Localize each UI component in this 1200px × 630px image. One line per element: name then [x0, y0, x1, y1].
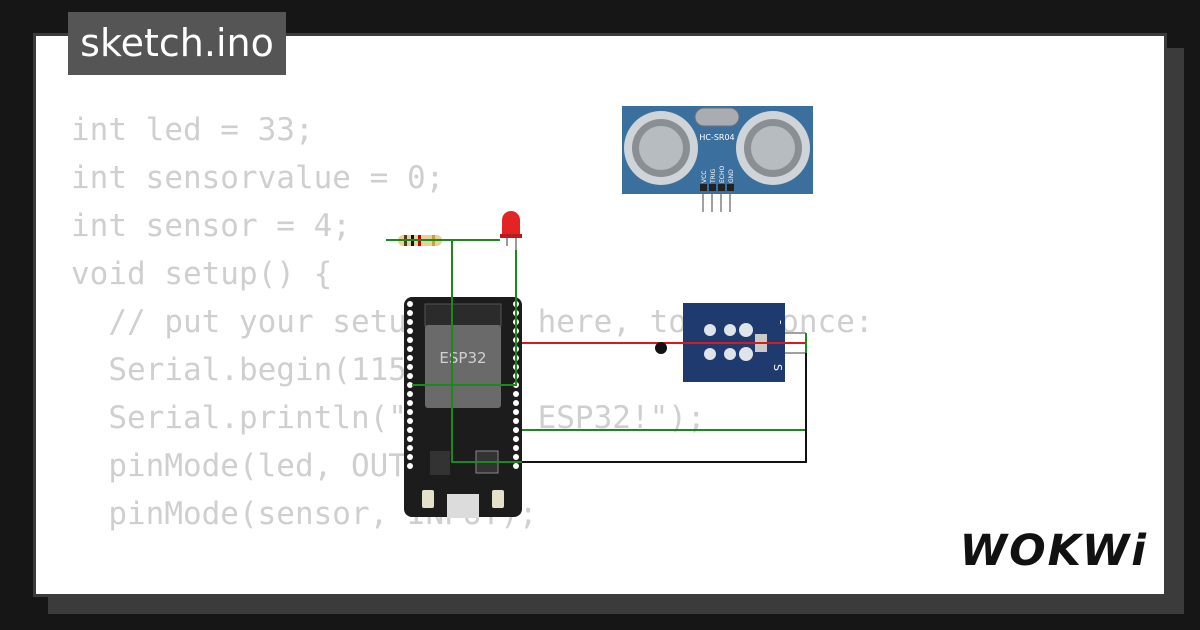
header-pin[interactable]: [407, 436, 413, 442]
code-line: int sensor = 4;: [71, 208, 351, 244]
header-pin: [718, 184, 725, 191]
usb-port: [447, 494, 479, 518]
boot-button[interactable]: [422, 490, 434, 508]
ultrasonic-crystal: [694, 107, 740, 127]
header-pin[interactable]: [407, 418, 413, 424]
header-pin[interactable]: [407, 373, 413, 379]
header-pin[interactable]: [513, 445, 519, 451]
header-pin[interactable]: [407, 382, 413, 388]
header-pin[interactable]: [513, 454, 519, 460]
module-pad: [724, 348, 736, 360]
module-pad: [739, 323, 753, 337]
module-pin-minus: -: [774, 320, 788, 324]
header-pin: [709, 184, 716, 191]
header-pin[interactable]: [407, 364, 413, 370]
header-pin[interactable]: [513, 391, 519, 397]
header-pin[interactable]: [407, 454, 413, 460]
header-pin[interactable]: [513, 436, 519, 442]
esp32-regulator: [430, 451, 450, 475]
header-pin[interactable]: [513, 427, 519, 433]
esp32-label: ESP32: [439, 349, 486, 367]
wokwi-logo: WOKWi: [959, 526, 1148, 576]
module-pin-s: S: [771, 364, 784, 371]
header-pin[interactable]: [513, 409, 519, 415]
enable-button[interactable]: [492, 490, 504, 508]
led-rim: [500, 234, 522, 238]
header-pin[interactable]: [407, 337, 413, 343]
module-pad: [704, 324, 716, 336]
code-line: }: [71, 586, 874, 594]
esp32-shield: [425, 325, 501, 408]
header-pin[interactable]: [513, 463, 519, 469]
pin-label-trig: TRIG: [710, 168, 717, 184]
header-pin[interactable]: [513, 418, 519, 424]
pin-label-gnd: GND: [728, 169, 735, 183]
header-pin[interactable]: [407, 427, 413, 433]
header-pin: [727, 184, 734, 191]
header-pin[interactable]: [407, 346, 413, 352]
file-tab[interactable]: sketch.ino: [68, 12, 286, 75]
ultrasonic-sensor[interactable]: HC-SR04 VCC TRIG ECHO GND: [622, 106, 813, 212]
header-pin[interactable]: [407, 463, 413, 469]
transducer-left-core: [639, 126, 683, 170]
wire-green[interactable]: [412, 250, 517, 386]
esp32-board[interactable]: ESP32: [404, 297, 522, 518]
code-line: int led = 33;: [71, 112, 314, 148]
header-pin[interactable]: [407, 355, 413, 361]
esp32-antenna: [424, 303, 502, 327]
header-pin[interactable]: [407, 319, 413, 325]
wire-black[interactable]: [522, 353, 807, 463]
header-pin[interactable]: [407, 400, 413, 406]
header-pin[interactable]: [513, 400, 519, 406]
header-pin[interactable]: [407, 409, 413, 415]
pin-label-vcc: VCC: [701, 171, 708, 183]
pin-label-echo: ECHO: [719, 166, 726, 183]
header-pin[interactable]: [407, 301, 413, 307]
red-led[interactable]: [500, 211, 522, 250]
header-pin: [700, 184, 707, 191]
wire-junction: [655, 342, 667, 354]
led-body: [502, 211, 520, 236]
header-pin[interactable]: [407, 328, 413, 334]
code-line: void setup() {: [71, 256, 333, 292]
preview-panel: int led = 33; int sensorvalue = 0; int sen…: [33, 33, 1167, 597]
header-pin[interactable]: [407, 310, 413, 316]
ultrasonic-model-label: HC-SR04: [699, 133, 734, 142]
code-line: int sensorvalue = 0;: [71, 160, 445, 196]
module-pad: [739, 347, 753, 361]
header-pin[interactable]: [407, 391, 413, 397]
module-pad: [724, 324, 736, 336]
transducer-right-core: [751, 126, 795, 170]
esp32-left-pins: [407, 301, 413, 469]
wire-green[interactable]: [451, 240, 522, 463]
header-pin[interactable]: [407, 445, 413, 451]
module-pad: [704, 348, 716, 360]
